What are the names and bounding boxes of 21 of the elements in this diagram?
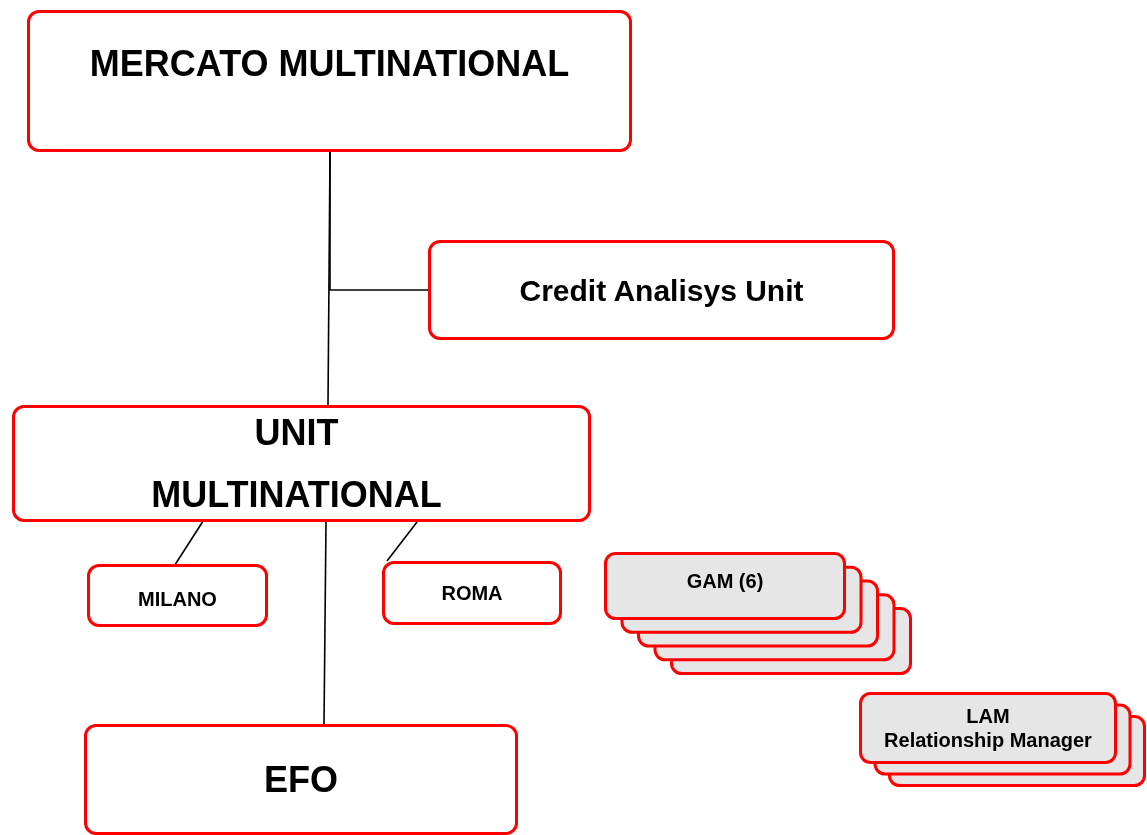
- box-label: GAM (6): [686, 569, 764, 594]
- org-box: [382, 561, 562, 625]
- box-label: Credit Analisys Unit: [519, 272, 804, 309]
- org-box: [12, 405, 591, 522]
- connector-line: [323, 521, 327, 725]
- connector-line: [386, 521, 418, 562]
- box-label: ROMA: [441, 581, 503, 606]
- box-label: EFO: [264, 757, 338, 802]
- box-label: LAM: [966, 704, 1010, 728]
- org-box: [87, 564, 268, 627]
- box-label: UNIT MULTINATIONAL: [150, 410, 443, 517]
- box-label: Relationship Manager: [884, 728, 1092, 752]
- card-stack: [859, 692, 1146, 787]
- org-box: [84, 724, 518, 835]
- card-stack: [604, 552, 912, 675]
- org-box: [428, 240, 895, 340]
- box-label: MERCATO MULTINATIONAL: [89, 42, 570, 86]
- connector-line: [174, 521, 204, 565]
- box-label: MILANO: [138, 586, 217, 612]
- connector-line: [329, 151, 429, 291]
- org-box: [27, 10, 632, 152]
